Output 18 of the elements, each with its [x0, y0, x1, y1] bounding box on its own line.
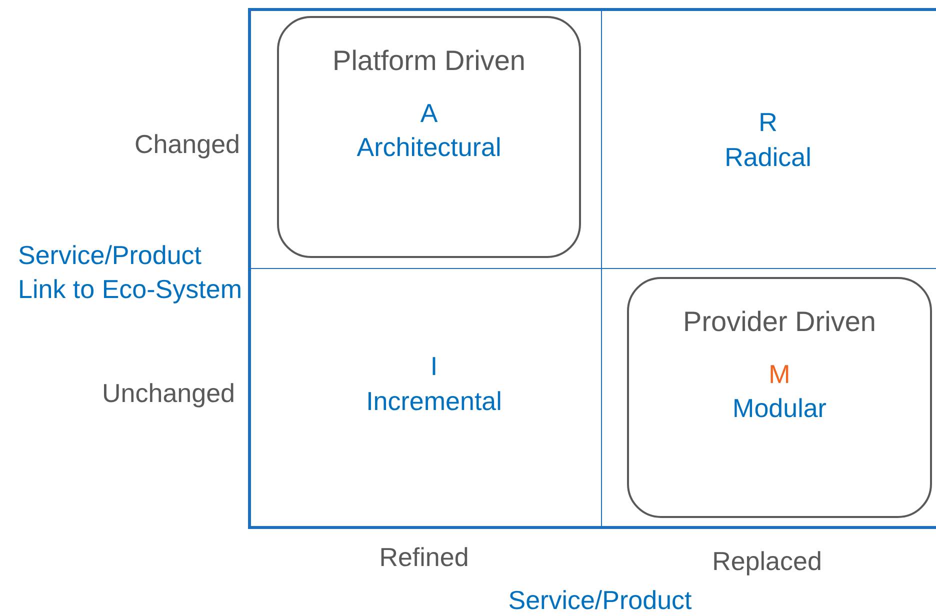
- rounded-box: [277, 16, 581, 258]
- rounded-box: [627, 277, 932, 518]
- quadrant-label: Radical: [724, 141, 812, 174]
- column-label: Replaced: [711, 545, 823, 578]
- quadrant-label: Incremental: [365, 385, 503, 418]
- quadrant-letter: M: [768, 358, 790, 391]
- box-heading: Provider Driven: [683, 305, 876, 339]
- quadrant-letter: I: [429, 350, 439, 383]
- column-label: Refined: [378, 541, 470, 574]
- axis-title: Service/Product Link to Eco-System: [18, 239, 242, 306]
- axis-title: Service/Product: [507, 584, 693, 616]
- row-label: Unchanged: [101, 377, 235, 410]
- quadrant-letter: R: [758, 106, 778, 139]
- quadrant-label: Architectural: [356, 131, 502, 164]
- quadrant-letter: A: [420, 97, 438, 130]
- box-heading: Platform Driven: [332, 44, 526, 78]
- row-label: Changed: [133, 128, 240, 161]
- quadrant-label: Modular: [732, 392, 826, 425]
